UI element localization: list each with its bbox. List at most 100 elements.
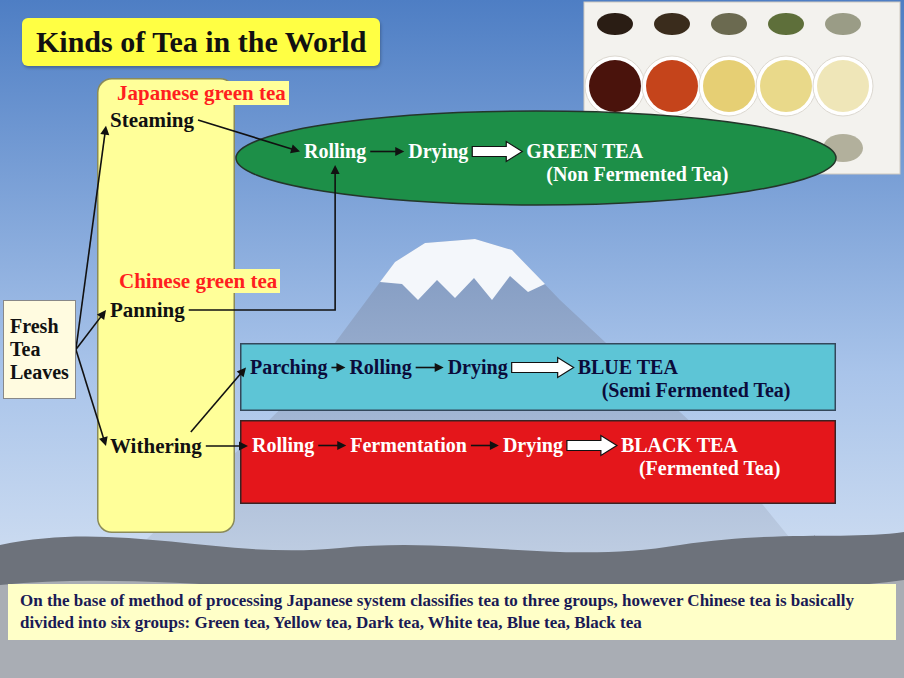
process-step: Drying: [404, 138, 472, 165]
process-step: Parching: [246, 354, 331, 381]
node-text: Rolling: [304, 140, 366, 163]
arrow-line: [370, 151, 397, 153]
box-shape: [98, 79, 235, 533]
flow-arrow: [471, 441, 499, 450]
mountain: [110, 239, 820, 575]
node-text: BLUE TEA: [578, 356, 791, 379]
cup: [813, 56, 873, 116]
tea-liquor: [646, 60, 698, 112]
box-shape: [241, 421, 836, 504]
caption-box: On the base of method of processing Japa…: [8, 584, 896, 640]
node-subtext: (Non Fermented Tea): [526, 163, 728, 186]
title-box: Kinds of Tea in the World: [22, 18, 380, 66]
caption-text: On the base of method of processing Japa…: [20, 590, 884, 634]
flow-arrow: [416, 363, 444, 372]
leaf-pile: [766, 134, 806, 162]
node-text: GREEN TEA: [526, 140, 728, 163]
hills: [0, 532, 904, 678]
flow-arrow: [198, 120, 300, 153]
leaf-pile: [768, 13, 804, 35]
arrow-head: [100, 126, 109, 136]
arrow-line: [206, 445, 241, 447]
tea-liquor: [817, 60, 869, 112]
leaf-pile: [652, 134, 692, 162]
process-step: Drying: [499, 432, 567, 459]
block-arrow: [472, 142, 522, 162]
tea-type-label: BLACK TEA(Fermented Tea): [617, 432, 785, 482]
leaf-pile: [711, 13, 747, 35]
node-text: Rolling: [349, 356, 411, 379]
arrow-head: [395, 147, 404, 156]
tea-liquor: [703, 60, 755, 112]
leaf-pile: [654, 13, 690, 35]
snow-cap: [380, 239, 545, 300]
title-text: Kinds of Tea in the World: [36, 24, 366, 60]
node-text: BLACK TEA: [621, 434, 781, 457]
source-box: Fresh Tea Leaves: [3, 300, 76, 399]
arrow-line: [76, 316, 102, 350]
arrow-head: [337, 441, 346, 450]
arrow-head: [97, 310, 106, 320]
arrow-line: [471, 445, 492, 447]
node-text: Parching: [250, 356, 327, 379]
tea-type-label: BLUE TEA(Semi Fermented Tea): [574, 354, 795, 404]
process-step: Rolling: [300, 138, 370, 165]
blue-tea-band: Parching Rolling Drying BLUE TEA(Semi Ferme…: [240, 343, 836, 411]
arrow-head: [239, 442, 248, 451]
ellipse-shape: [236, 111, 836, 205]
foreground: [0, 580, 904, 678]
flow-arrow: [370, 147, 404, 156]
node-subtext: (Semi Fermented Tea): [578, 379, 791, 402]
cup: [699, 56, 759, 116]
flow-arrow: [76, 310, 106, 349]
flow-arrow: [191, 368, 246, 433]
tea-liquor: [589, 60, 641, 112]
node-text: Panning: [110, 298, 185, 322]
cup: [642, 56, 702, 116]
node-text: Drying: [448, 356, 508, 379]
arrow-line: [416, 367, 437, 369]
arrow-line: [191, 373, 242, 432]
flow-arrow: [331, 363, 345, 372]
process-column: SteamingPanningWithering: [97, 78, 235, 533]
box-shape: [241, 344, 836, 411]
variety-label: Chinese green tea: [116, 269, 280, 293]
green-tea-ellipse: Rolling Drying GREEN TEA(Non Fermented Tea…: [235, 110, 837, 206]
node-text: Withering: [110, 434, 202, 458]
cup: [585, 56, 645, 116]
arrow-head: [237, 368, 246, 378]
arrow-head: [290, 145, 300, 154]
leaf-pile: [709, 134, 749, 162]
arrow-head: [331, 165, 340, 174]
node-text: Drying: [408, 140, 468, 163]
flow-arrow: [318, 441, 346, 450]
flow-arrow: [206, 442, 248, 451]
node-text: Rolling: [252, 434, 314, 457]
cup: [756, 56, 816, 116]
node-text: Fermentation: [350, 434, 467, 457]
arrow-line: [318, 445, 339, 447]
black-tea-band: Rolling Fermentation Drying BLACK TEA(Ferme…: [240, 420, 836, 504]
process-step: Rolling: [345, 354, 415, 381]
arrow-head: [435, 363, 444, 372]
arrow-head: [490, 441, 499, 450]
arrow-line: [198, 120, 293, 149]
arrow-head: [99, 436, 108, 446]
process-step: Rolling: [248, 432, 318, 459]
tea-type-label: GREEN TEA(Non Fermented Tea): [522, 138, 732, 188]
node-subtext: (Fermented Tea): [621, 457, 781, 480]
leaf-pile: [825, 13, 861, 35]
process-step: Drying: [444, 354, 512, 381]
process-step: Fermentation: [346, 432, 471, 459]
arrow-head: [336, 363, 345, 372]
process-step: Panning: [106, 296, 189, 324]
arrow-line: [76, 133, 105, 350]
process-step: Steaming: [106, 106, 198, 134]
tea-liquor: [760, 60, 812, 112]
node-text: Fresh Tea Leaves: [10, 315, 69, 384]
block-arrow: [512, 358, 574, 378]
block-arrow-shape: [472, 142, 522, 162]
leaf-pile: [823, 134, 863, 162]
block-arrow-shape: [567, 436, 617, 456]
